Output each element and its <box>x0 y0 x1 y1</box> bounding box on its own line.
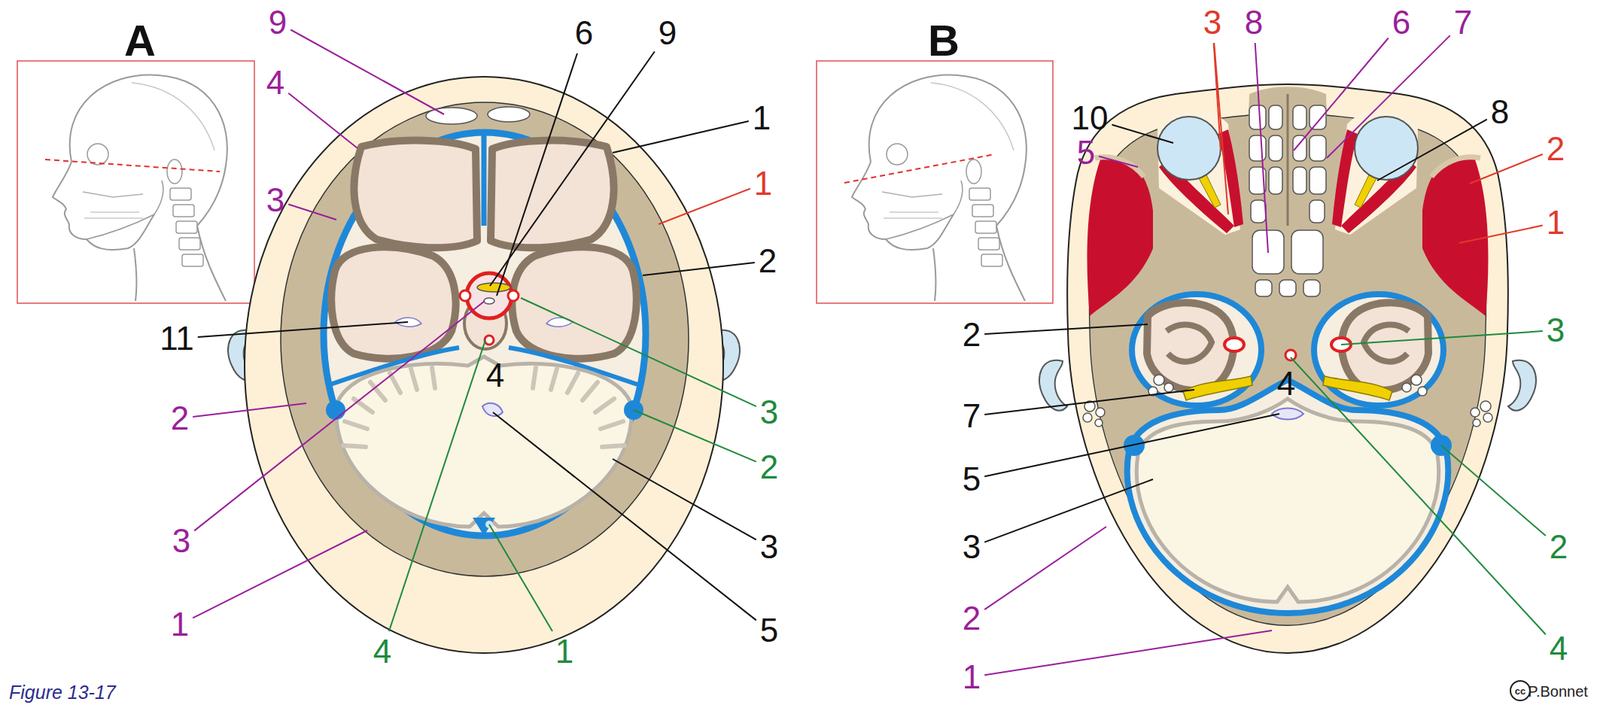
leader-line <box>489 51 655 287</box>
callout-number: 2 <box>760 450 779 484</box>
callout-number: 4 <box>1549 632 1568 666</box>
callout-number: 5 <box>760 614 779 648</box>
leader-line <box>197 322 408 338</box>
leader-line <box>984 413 1280 477</box>
callout-number: 9 <box>658 16 677 50</box>
leader-line <box>612 121 749 153</box>
leader-line <box>288 93 358 149</box>
callout-number: 2 <box>1546 132 1565 166</box>
callout-number: 5 <box>962 462 981 496</box>
leader-line <box>984 324 1148 335</box>
callout-number: 3 <box>1546 313 1565 347</box>
leader-line <box>489 524 553 632</box>
callout-number: 10 <box>1071 101 1109 135</box>
leader-line <box>984 630 1272 676</box>
callout-number: 2 <box>1549 530 1568 564</box>
leader-line <box>984 389 1195 415</box>
callout-number: 2 <box>170 401 189 435</box>
leader-line <box>389 340 486 632</box>
callout-number: 11 <box>159 322 195 356</box>
leader-line <box>288 204 337 221</box>
leader-line <box>612 459 757 540</box>
leader-line <box>192 530 368 618</box>
leader-line <box>1377 119 1488 181</box>
callout-number: 3 <box>172 524 191 558</box>
callout-number: 3 <box>1203 6 1222 40</box>
leader-line <box>658 188 751 225</box>
leader-line <box>1098 156 1138 168</box>
leader-line <box>1112 124 1175 143</box>
callout-number: 1 <box>754 167 773 201</box>
leader-line <box>1459 225 1543 244</box>
leader-line <box>642 262 755 276</box>
callout-number: 1 <box>555 635 574 669</box>
callout-number: 5 <box>1076 136 1096 170</box>
callout-number: 3 <box>266 183 285 217</box>
callout-number: 2 <box>962 602 981 636</box>
callout-number: 4 <box>373 635 392 669</box>
leader-line <box>984 526 1107 610</box>
callout-number: 1 <box>752 101 771 135</box>
leader-line <box>1326 35 1451 159</box>
leader-line <box>290 30 445 116</box>
panel-letter: B <box>927 18 960 63</box>
callout-number: 4 <box>486 358 505 393</box>
leader-line <box>1213 42 1229 215</box>
callout-number: 3 <box>760 530 779 564</box>
leader-line <box>1255 42 1269 253</box>
figure-caption: Figure 13-17 <box>9 681 116 704</box>
callout-number: 8 <box>1244 6 1263 40</box>
callout-number: 6 <box>574 16 594 50</box>
callout-number: 7 <box>962 399 981 433</box>
callout-number: 1 <box>170 608 189 642</box>
callout-number: 3 <box>760 395 779 429</box>
callout-number: 1 <box>1546 206 1565 240</box>
leader-line <box>1293 38 1389 152</box>
callout-number: 2 <box>962 318 981 352</box>
leader-line <box>984 479 1153 543</box>
callout-number: 3 <box>962 530 981 564</box>
callout-number: 1 <box>962 660 981 694</box>
callout-number: 4 <box>1277 367 1296 401</box>
leader-line <box>192 403 307 417</box>
callout-number: 9 <box>268 6 287 40</box>
leader-line <box>633 410 757 463</box>
leader-line <box>1469 154 1543 184</box>
leader-line <box>520 298 757 407</box>
callout-number: 2 <box>758 244 777 278</box>
leader-line <box>492 412 757 621</box>
author-credit: P.Bonnet <box>1527 684 1588 700</box>
license-icon: cc <box>1509 680 1531 702</box>
panel-letter: A <box>124 18 156 63</box>
callout-number: 6 <box>1392 6 1411 40</box>
leader-line <box>1341 331 1543 345</box>
callout-number: 8 <box>1490 95 1509 129</box>
leader-line <box>194 301 485 531</box>
callout-number: 4 <box>266 66 285 100</box>
leader-line <box>1290 357 1546 635</box>
leader-line <box>1441 445 1546 536</box>
callout-number: 7 <box>1453 6 1473 40</box>
